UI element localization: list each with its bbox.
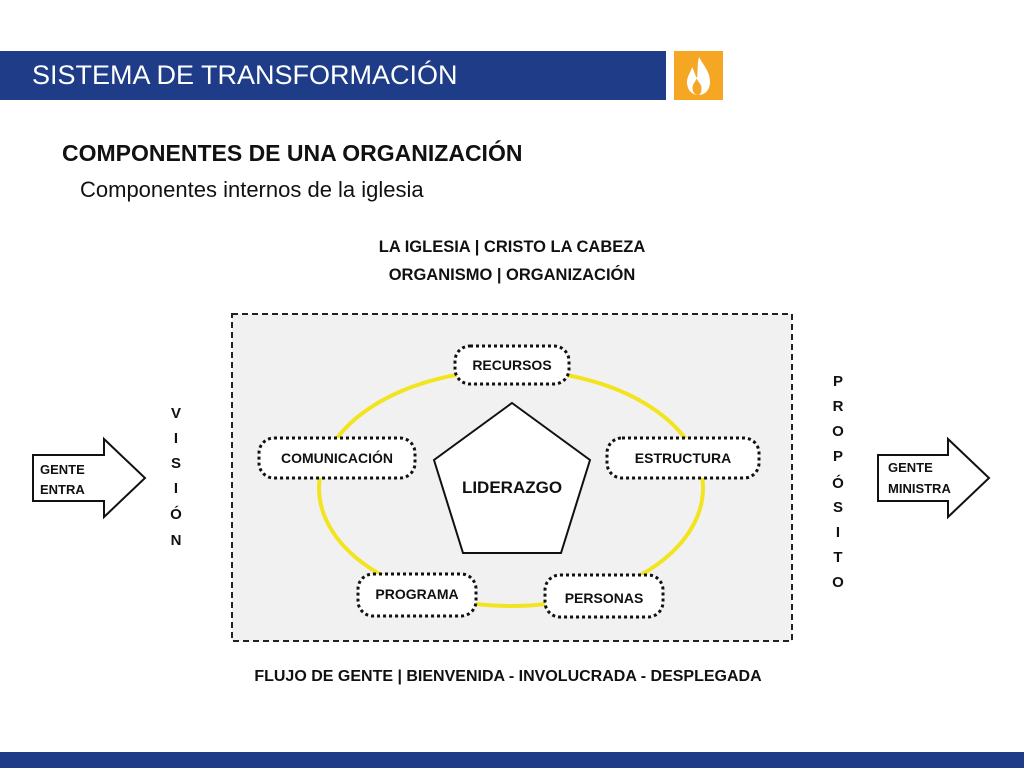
proposito-letter: T xyxy=(833,549,842,566)
diagram-title-line2: ORGANISMO | ORGANIZACIÓN xyxy=(389,265,636,284)
leadership-label: LIDERAZGO xyxy=(462,478,562,497)
node-estructura-label: ESTRUCTURA xyxy=(635,450,731,466)
people-flow-caption: FLUJO DE GENTE | BIENVENIDA - INVOLUCRAD… xyxy=(254,668,762,685)
arrow-gente-ministra: GENTE MINISTRA xyxy=(877,436,991,520)
proposito-letter: O xyxy=(832,423,844,440)
proposito-letter: P xyxy=(833,373,843,390)
node-personas-label: PERSONAS xyxy=(565,590,644,606)
title-bar xyxy=(0,51,666,100)
section-subheading: Componentes internos de la iglesia xyxy=(80,177,424,202)
slide-title: SISTEMA DE TRANSFORMACIÓN xyxy=(32,60,458,90)
section-heading: COMPONENTES DE UNA ORGANIZACIÓN xyxy=(62,140,523,166)
arrow-left-line1: GENTE xyxy=(40,462,85,477)
node-programa-label: PROGRAMA xyxy=(375,586,458,602)
vision-letter: S xyxy=(171,455,181,472)
proposito-letter: P xyxy=(833,448,843,465)
proposito-letter: I xyxy=(836,524,840,541)
proposito-letter: Ó xyxy=(832,474,844,492)
node-comunicacion: COMUNICACIÓN xyxy=(257,436,417,480)
proposito-letter: R xyxy=(833,398,844,415)
vision-label: V I S I Ó N xyxy=(170,405,182,549)
node-estructura: ESTRUCTURA xyxy=(605,436,761,480)
leadership-pentagon xyxy=(432,401,592,554)
diagram-title-line1: LA IGLESIA | CRISTO LA CABEZA xyxy=(379,238,646,256)
logo-box xyxy=(674,51,723,100)
proposito-label: P R O P Ó S I T O xyxy=(832,373,844,591)
arrow-gente-entra: GENTE ENTRA xyxy=(32,436,147,520)
proposito-letter: S xyxy=(833,499,843,516)
flame-icon xyxy=(687,57,710,95)
vision-letter: I xyxy=(174,480,178,497)
node-recursos-label: RECURSOS xyxy=(472,357,551,373)
node-comunicacion-label: COMUNICACIÓN xyxy=(281,449,393,466)
arrow-right-line2: MINISTRA xyxy=(888,481,951,496)
arrow-left-line2: ENTRA xyxy=(40,482,85,497)
footer-bar xyxy=(0,752,1024,768)
arrow-right-line1: GENTE xyxy=(888,460,933,475)
vision-letter: N xyxy=(171,532,182,549)
proposito-letter: O xyxy=(832,574,844,591)
vision-letter: I xyxy=(174,430,178,447)
vision-letter: Ó xyxy=(170,505,182,523)
vision-letter: V xyxy=(171,405,181,422)
node-programa: PROGRAMA xyxy=(356,572,478,618)
node-personas: PERSONAS xyxy=(543,573,665,619)
node-recursos: RECURSOS xyxy=(453,344,571,386)
